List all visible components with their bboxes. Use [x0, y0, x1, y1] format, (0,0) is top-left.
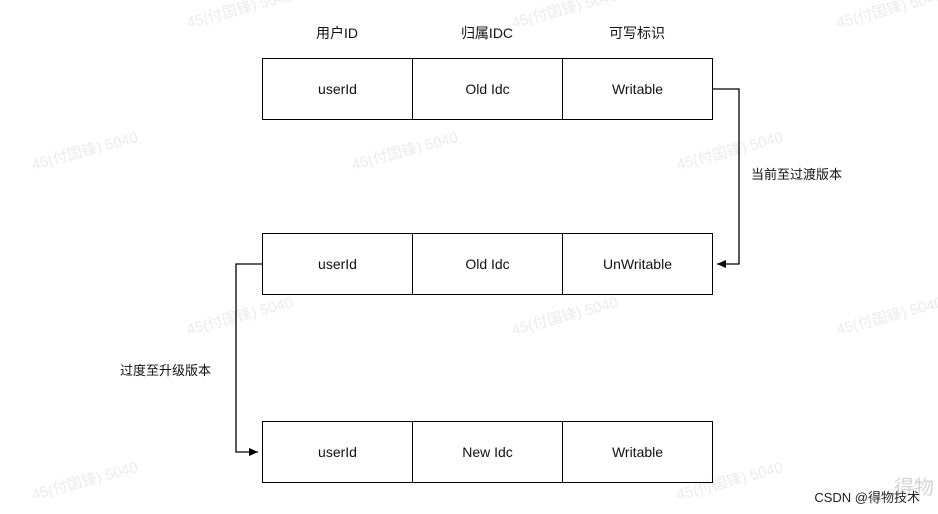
user-id-cell: userId: [263, 234, 413, 294]
arrow-current-to-transition: [713, 88, 740, 268]
arrow-transition-to-upgrade: [235, 263, 262, 456]
writable-flag-cell: UnWritable: [603, 256, 672, 272]
writable-flag-cell: Writable: [611, 444, 664, 460]
idc-cell: Old Idc: [413, 234, 563, 294]
transition-label-current-to-transition: 当前至过渡版本: [751, 167, 843, 182]
idc-cell: New Idc: [413, 422, 563, 482]
idc-cell: Old Idc: [413, 59, 563, 119]
source-credit: CSDN @得物技术: [814, 490, 920, 505]
record-row-current: userId Old Idc Writable: [262, 58, 713, 120]
user-id-cell: userId: [263, 422, 413, 482]
column-header-user-id: 用户ID: [316, 25, 358, 41]
column-header-idc: 归属IDC: [460, 25, 514, 41]
transition-label-transition-to-upgrade: 过度至升级版本: [120, 363, 212, 378]
writable-flag-cell: Writable: [611, 81, 664, 97]
column-header-writable-flag: 可写标识: [609, 25, 665, 41]
record-row-transition: userId Old Idc UnWritable: [262, 233, 713, 295]
brand-watermark: 得物: [894, 477, 934, 499]
user-id-cell: userId: [263, 59, 413, 119]
record-row-upgraded: userId New Idc Writable: [262, 421, 713, 483]
